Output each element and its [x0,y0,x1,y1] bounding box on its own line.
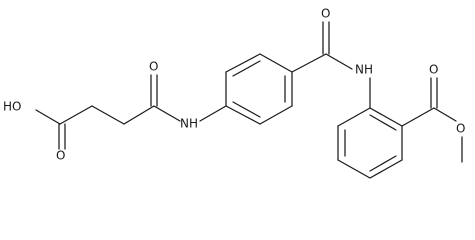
amide2-oxygen-label: O [321,7,330,21]
amide1-nitrogen-label: NH [180,117,198,131]
bond-group [35,21,463,179]
bond-c6-o-ester [433,107,457,122]
hydroxyl-label: HO [3,100,21,114]
bond-c3-c4 [123,105,155,125]
ester-oxygen-label: O [456,122,465,136]
ring2-bond-4 [369,159,403,179]
bond-ho-c1 [35,109,61,125]
chemical-structure: HO O O NH O NH O O [3,7,465,179]
bond-ring2-c6 [401,107,435,127]
ring2-bond-3 [337,159,371,179]
amide2-nitrogen-label: NH [355,63,373,77]
ring2-inner-3 [369,114,397,131]
ring1-bond-6 [225,105,261,125]
ring1-bond-5 [259,105,293,125]
ester-carbonyl-oxygen-label: O [429,63,438,77]
acid-carbonyl-oxygen-label: O [56,149,65,163]
ring2-inner-2 [369,155,397,172]
ring1-inner-1 [232,60,261,77]
structure-canvas: HO O O NH O NH O O [3,6,466,179]
bond-ring1-c5 [291,53,327,73]
amide1-oxygen-label: O [149,60,158,74]
bond-c1-c2 [59,105,93,125]
atom-label-group: HO O O NH O NH O O [3,7,465,163]
ring2-bond-6 [369,107,403,127]
bond-n1-ring1 [199,105,227,122]
bond-c2-c3 [91,105,125,125]
bond-c4-n1 [153,105,181,122]
ring1-bond-2 [225,53,261,73]
ring2-bond-1 [337,107,371,127]
ring1-bond-3 [259,53,293,73]
ring1-inner-3 [232,101,261,118]
bond-c5-n2 [325,53,353,70]
